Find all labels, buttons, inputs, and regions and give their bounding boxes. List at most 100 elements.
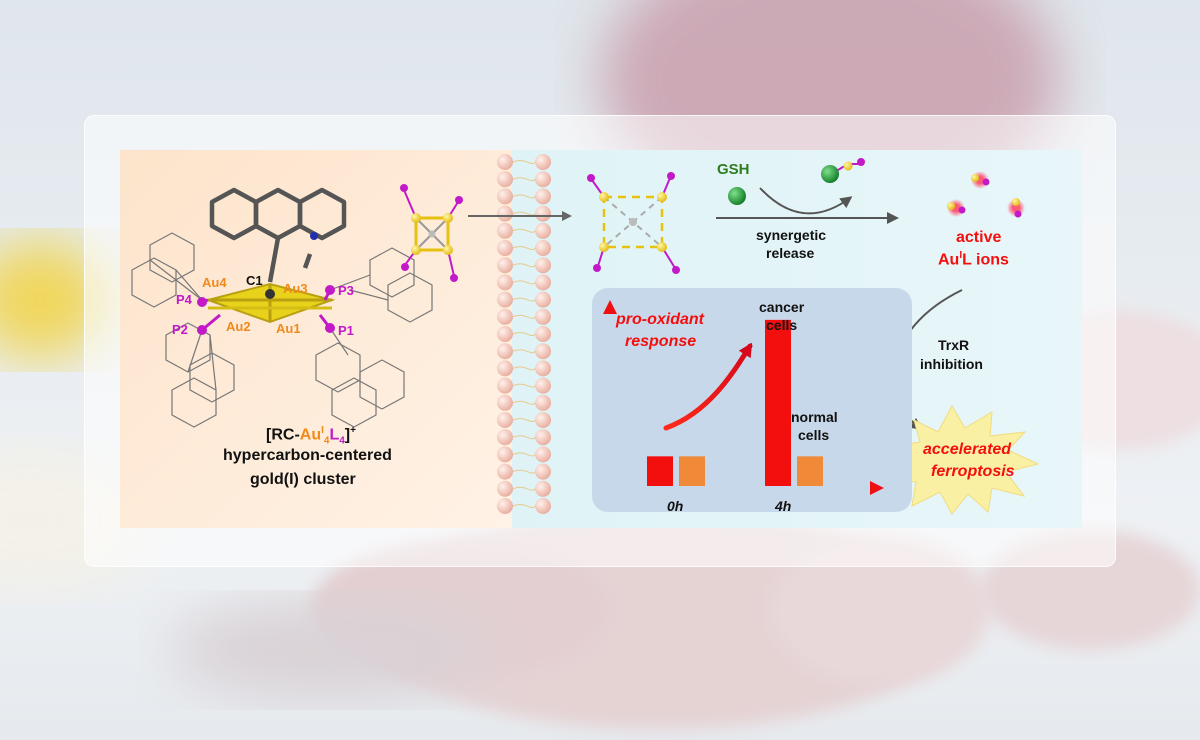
ferroptosis-label: ferroptosis <box>931 463 1015 480</box>
lipid-head <box>535 463 551 480</box>
chart-ylabel-line2: response <box>625 333 697 350</box>
synergetic-label: synergetic <box>756 227 827 243</box>
lipid-tail <box>512 211 536 216</box>
lipid-head <box>497 412 513 428</box>
lipid-head <box>535 498 551 514</box>
lipid-head <box>497 463 513 480</box>
lipid-tail <box>512 383 536 388</box>
active-label: active <box>956 229 1002 246</box>
lipid-head <box>497 480 513 497</box>
lipid-tail <box>512 177 536 182</box>
lipid-head <box>497 429 513 446</box>
lipid-head <box>497 291 513 308</box>
cell-membrane <box>497 154 551 514</box>
lipid-head <box>535 222 551 239</box>
bar-normal-cells-0h <box>679 456 705 486</box>
lipid-head <box>497 308 513 325</box>
lipid-tail <box>512 366 536 371</box>
lipid-head <box>535 240 551 256</box>
chart-panel <box>592 288 912 512</box>
lipid-tail <box>512 486 536 491</box>
lipid-tail <box>512 297 536 302</box>
legend-cancer-line2: cells <box>766 317 798 333</box>
cluster-icon-released <box>587 172 680 274</box>
lipid-head <box>535 412 551 428</box>
gsh-binding-arrow <box>759 187 853 215</box>
lipid-head <box>535 188 551 205</box>
lipid-head <box>535 343 551 360</box>
lipid-tail <box>512 504 536 508</box>
atom-label-au4: Au4 <box>202 275 227 290</box>
lipid-tail <box>512 194 536 199</box>
lipid-head <box>535 171 551 188</box>
lipid-head <box>497 154 513 170</box>
lipid-head <box>535 446 551 463</box>
lipid-tail <box>512 228 536 233</box>
lipid-tail <box>512 435 536 440</box>
atom-label-p1: P1 <box>338 323 354 338</box>
x-tick-0h: 0h <box>667 498 684 514</box>
chart-ylabel-line1: pro-oxidant <box>616 311 704 328</box>
gsh-label: GSH <box>717 161 750 178</box>
atom-label-p4: P4 <box>176 292 192 307</box>
lipid-tail <box>512 349 536 354</box>
left-section-bg <box>120 150 512 528</box>
atom-label-au2: Au2 <box>226 319 251 334</box>
lipid-head <box>497 188 513 205</box>
active-ion-glyphs <box>947 171 1025 218</box>
cluster-caption-line2: gold(I) cluster <box>250 471 356 488</box>
gsh-molecule <box>728 187 746 205</box>
lipid-head <box>535 480 551 497</box>
atom-label-p3: P3 <box>338 283 354 298</box>
lipid-tail <box>512 263 536 268</box>
lipid-tail <box>512 469 536 474</box>
trend-arrow <box>663 342 753 431</box>
lipid-head <box>497 205 513 222</box>
lipid-head <box>535 291 551 308</box>
bar-cancer-cells-0h <box>647 456 673 486</box>
acridine-ligand <box>209 187 347 283</box>
lipid-head <box>497 240 513 256</box>
x-tick-4h: 4h <box>775 498 792 514</box>
lipid-head <box>497 446 513 463</box>
lipid-head <box>535 377 551 394</box>
lipid-tail <box>512 280 536 285</box>
lipid-tail <box>512 160 536 164</box>
lipid-tail <box>512 314 536 319</box>
lipid-head <box>535 326 551 342</box>
inhibition-label: inhibition <box>920 356 983 372</box>
lipid-head <box>497 257 513 274</box>
legend-cancer-line1: cancer <box>759 299 805 315</box>
bar-cancer-cells-4h <box>765 319 791 486</box>
lipid-head <box>497 377 513 394</box>
cluster-formula: [RC-AuI4L4]+ <box>266 425 356 447</box>
release-label: release <box>766 245 815 261</box>
lipid-head <box>535 274 551 291</box>
legend-normal-line1: normal <box>791 409 838 425</box>
cluster-caption-line1: hypercarbon-centered <box>223 447 392 464</box>
lipid-head <box>497 360 513 377</box>
lipid-head <box>497 498 513 514</box>
lipid-head <box>535 429 551 446</box>
atom-label-c1: C1 <box>246 273 263 288</box>
nitrogen-atom <box>310 232 318 240</box>
lipid-tail <box>512 246 536 250</box>
bar-normal-cells-4h <box>797 456 823 486</box>
lipid-tail <box>512 452 536 457</box>
cluster-structure <box>131 232 433 428</box>
lipid-head <box>535 154 551 170</box>
graphical-abstract: Au4 C1 Au3 P4 P3 P2 Au2 Au1 P1 [RC-AuI4L… <box>120 150 1082 528</box>
atom-label-au3: Au3 <box>283 281 308 296</box>
lipid-head <box>497 222 513 239</box>
cluster-icon-intact <box>400 184 463 282</box>
lipid-head <box>497 171 513 188</box>
atom-label-au1: Au1 <box>276 321 301 336</box>
lipid-head <box>535 360 551 377</box>
accelerated-label: accelerated <box>923 441 1012 458</box>
lipid-head <box>497 274 513 291</box>
atom-label-p2: P2 <box>172 322 188 337</box>
lipid-tail <box>512 332 536 336</box>
aul-ions-label: AuIL ions <box>938 250 1009 269</box>
lipid-head <box>535 257 551 274</box>
lipid-tail <box>512 418 536 422</box>
